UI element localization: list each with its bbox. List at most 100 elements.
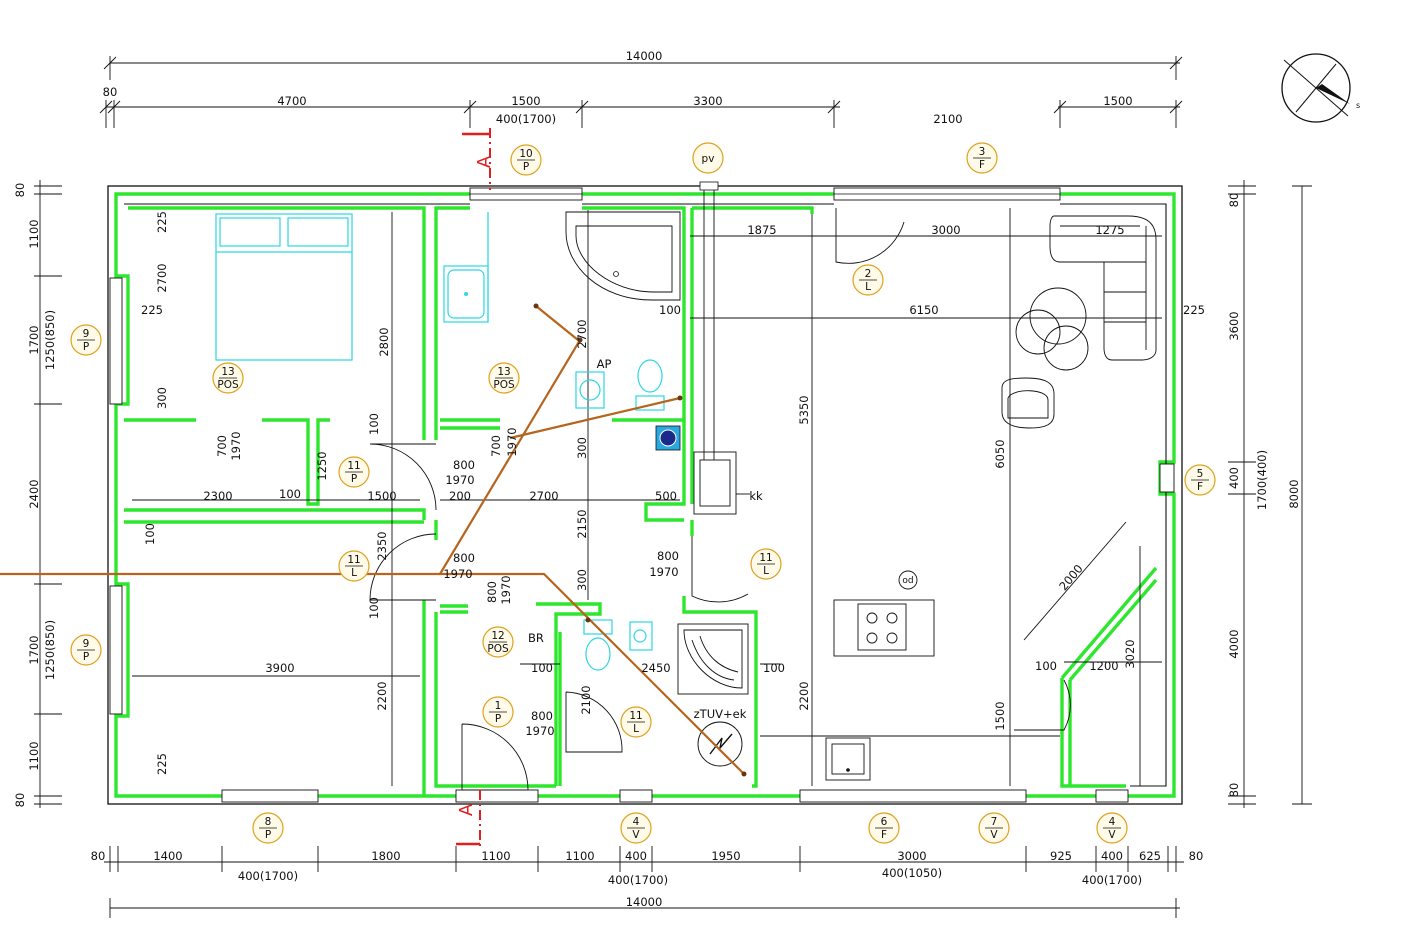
ref-tag-code: P <box>83 651 89 663</box>
ref-tag: 7V <box>978 812 1010 844</box>
ref-tag-code: V <box>990 829 998 841</box>
dim-left-1100b: 1100 <box>27 741 41 770</box>
dim-bot-1400: 1400 <box>153 849 182 863</box>
dim-top-1500r: 1500 <box>1103 94 1132 108</box>
dim-in-2200b: 2200 <box>797 681 811 710</box>
dim-in-100f: 100 <box>531 661 553 675</box>
ref-tag-number: 5 <box>1197 468 1204 480</box>
dim-bot-400-1700a: 400(1700) <box>238 869 298 883</box>
dim-top-80: 80 <box>103 85 118 99</box>
ref-tag-number: 4 <box>1109 816 1116 828</box>
armchair-icon <box>1001 377 1055 429</box>
dim-top-4700: 4700 <box>277 94 306 108</box>
dim-top-400-1700: 400(1700) <box>496 112 556 126</box>
ref-tag: 8P <box>252 812 284 844</box>
dim-bot-1100a: 1100 <box>481 849 510 863</box>
dim-in-300c: 300 <box>575 569 589 591</box>
ref-tag-number: 11 <box>347 460 360 472</box>
dim-bot-80: 80 <box>91 849 106 863</box>
ref-tag-number: 12 <box>491 630 504 642</box>
ref-tag-code: F <box>979 159 985 171</box>
ref-tag-number: 11 <box>629 710 642 722</box>
dim-in-300b: 300 <box>575 437 589 459</box>
dim-in-225b: 225 <box>141 303 163 317</box>
dim-bot-3000: 3000 <box>897 849 926 863</box>
dim-bot-1950: 1950 <box>711 849 740 863</box>
ref-tag-number: 6 <box>881 816 888 828</box>
dim-in-1875: 1875 <box>747 223 776 237</box>
dim-in-1250: 1250 <box>315 451 329 480</box>
dim-top-1500: 1500 <box>511 94 540 108</box>
dim-top-total: 14000 <box>626 49 663 63</box>
dim-left-1100a: 1100 <box>27 219 41 248</box>
dim-left-1250a: 1250(850) <box>43 310 57 370</box>
ref-tag-number: 13 <box>221 366 234 378</box>
dim-in-3000: 3000 <box>931 223 960 237</box>
label-br: BR <box>528 631 544 645</box>
interior-dimensions: 225 2700 225 2800 300 700 1970 2300 100 … <box>141 211 1205 775</box>
left-dimensions: 80 1100 1700 1250(850) 2400 1700 1250(85… <box>13 180 62 808</box>
ref-tag-number: 11 <box>759 552 772 564</box>
dim-in-2100: 2100 <box>579 685 593 714</box>
dim-in-100c: 100 <box>659 303 681 317</box>
doors <box>369 208 1071 791</box>
ref-tag: 2L <box>852 264 884 296</box>
ref-tag: 11L <box>750 548 782 580</box>
dim-in-1970c: 1970 <box>505 427 519 456</box>
label-kk: kk <box>749 489 763 503</box>
label-ap: AP <box>597 357 612 371</box>
dim-in-3020: 3020 <box>1123 639 1137 668</box>
dim-in-2150: 2150 <box>575 509 589 538</box>
dim-in-500: 500 <box>655 489 677 503</box>
ref-tag: 11P <box>338 456 370 488</box>
dim-in-6150: 6150 <box>909 303 938 317</box>
dim-in-6050: 6050 <box>993 439 1007 468</box>
dim-bot-400-1700c: 400(1700) <box>1082 873 1142 887</box>
dim-right-3600: 3600 <box>1227 311 1241 340</box>
interior-lines <box>132 181 1162 786</box>
shower-icon <box>677 623 749 695</box>
dim-bot-625: 625 <box>1139 849 1161 863</box>
ref-tag: 11L <box>620 706 652 738</box>
ref-tag-number: 8 <box>265 816 272 828</box>
section-a-top: A <box>474 155 495 168</box>
boiler-icon <box>655 425 681 451</box>
north-arrow-icon: s <box>1281 53 1360 123</box>
toilet-icon <box>575 359 665 671</box>
ref-tag-code: P <box>523 161 529 173</box>
ref-tag: 4V <box>620 812 652 844</box>
svg-text:s: s <box>1356 101 1360 110</box>
dim-in-1200: 1200 <box>1089 659 1118 673</box>
dim-in-1500: 1500 <box>367 489 396 503</box>
ref-tag: 9P <box>70 324 102 356</box>
dim-in-200: 200 <box>449 489 471 503</box>
kitchen-sink-icon <box>825 737 871 781</box>
dim-in-1970f: 1970 <box>499 575 513 604</box>
dim-in-100a: 100 <box>279 487 301 501</box>
dim-in-2800: 2800 <box>377 327 391 356</box>
ref-tag-code: L <box>763 565 769 577</box>
ref-tag: 9P <box>70 634 102 666</box>
dim-in-1970e: 1970 <box>649 565 678 579</box>
dim-right-80a: 80 <box>1227 193 1241 208</box>
ref-tag-code: L <box>865 281 871 293</box>
dim-bot-925: 925 <box>1050 849 1072 863</box>
dim-in-2700c: 2700 <box>575 319 589 348</box>
ref-tag-code: P <box>495 713 501 725</box>
dim-left-2400: 2400 <box>27 479 41 508</box>
ref-tag-number: 2 <box>865 268 872 280</box>
bottom-dimensions: 80 1400 400(1700) 1800 1100 1100 400 400… <box>91 846 1203 918</box>
ref-tag-code: V <box>632 829 640 841</box>
dim-right-400: 400 <box>1227 467 1241 489</box>
dim-in-2300: 2300 <box>203 489 232 503</box>
ref-tag-code: POS <box>493 379 515 391</box>
ref-tag-code: L <box>351 567 357 579</box>
dim-in-2700: 2700 <box>155 263 169 292</box>
dim-bot-400r: 400 <box>1101 849 1123 863</box>
ref-tag-number: 7 <box>991 816 998 828</box>
dim-in-2700b: 2700 <box>529 489 558 503</box>
double-bed-icon <box>215 213 353 361</box>
ref-tag-code: V <box>1108 829 1116 841</box>
ref-tag: 1P <box>482 696 514 728</box>
